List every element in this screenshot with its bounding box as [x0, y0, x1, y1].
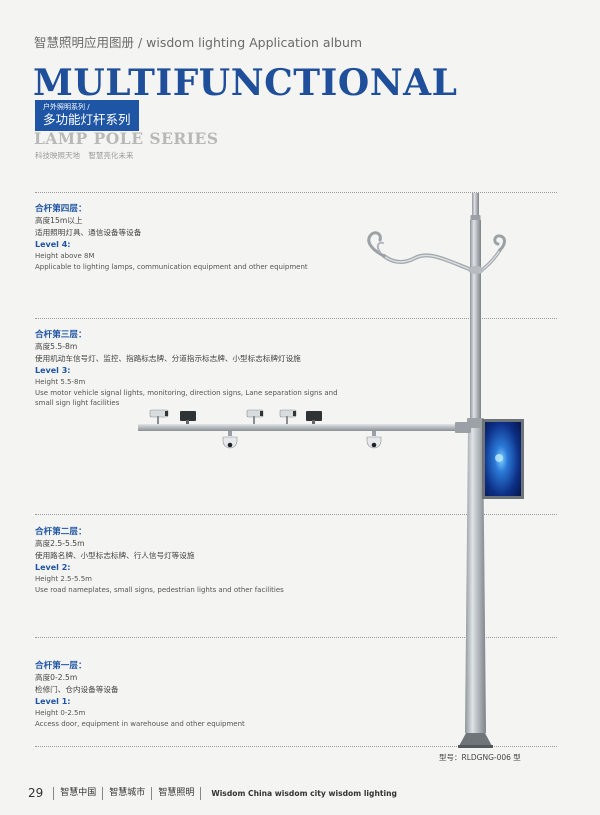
pole-upper-section: [470, 220, 481, 420]
series-small-label: 户外照明系列 /: [43, 103, 90, 111]
floodlight: [180, 411, 196, 424]
level-4-cn-title: 合杆第四层：: [35, 204, 87, 214]
level-2-en-line: Use road nameplates, small signs, pedest…: [35, 585, 284, 594]
footer-english-text: Wisdom China wisdom city wisdom lighting: [211, 788, 397, 798]
level-3-en-line: Height 5.5-8m: [35, 378, 86, 386]
footer: 29 智慧中国 智慧城市 智慧照明 Wisdom China wisdom ci…: [28, 786, 397, 800]
pole-joint-collar: [467, 418, 484, 428]
level-3-en-line: small sign light facilities: [35, 399, 120, 407]
pole-top-antenna: [470, 193, 481, 221]
sub-title: LAMP POLE SERIES: [34, 129, 219, 148]
footer-nav-item: 智慧城市: [103, 786, 153, 800]
bullet-camera: [246, 409, 264, 424]
series-main-label: 多功能灯杆系列: [43, 112, 131, 127]
model-label: 型号：RLDGNG-006 型: [439, 753, 521, 762]
level-3-block: 合杆第三层： 高度5.5-8m 使用机动车信号灯、监控、指路标志牌、分道指示标志…: [35, 329, 355, 409]
level-3-cn-line: 高度5.5-8m: [35, 342, 78, 351]
level-3-cn-title: 合杆第三层：: [35, 330, 87, 340]
level-2-cn-line: 高度2.5-5.5m: [35, 539, 85, 548]
bullet-camera: [279, 409, 297, 424]
level-3-en-title: Level 3:: [35, 366, 71, 375]
slogan: 科技映照天地 智慧亮化未来: [35, 151, 134, 160]
led-display-screen: [482, 419, 524, 499]
main-title: MULTIFUNCTIONAL: [33, 62, 458, 104]
divider: [35, 318, 557, 319]
decorative-lamp-arms: [367, 231, 506, 274]
level-3-cn-line: 使用机动车信号灯、监控、指路标志牌、分道指示标志牌、小型标志标牌灯设施: [35, 353, 301, 363]
floodlight: [306, 411, 322, 424]
divider: [35, 192, 557, 193]
level-2-en-title: Level 2:: [35, 563, 71, 572]
level-1-en-line: Height 0-2.5m: [35, 709, 86, 717]
footer-nav-item: 智慧中国: [53, 786, 104, 800]
pole-base: [458, 733, 493, 748]
dome-camera: [366, 431, 382, 449]
level-1-cn-line: 检修门、仓内设备等设备: [35, 684, 119, 694]
bullet-camera: [149, 409, 169, 424]
divider: [35, 514, 557, 515]
footer-nav-item: 智慧照明: [152, 786, 202, 800]
level-4-en-line: Height above 8M: [35, 252, 95, 260]
level-2-en-line: Height 2.5-5.5m: [35, 575, 92, 583]
level-4-en-title: Level 4:: [35, 240, 71, 249]
level-4-cn-line: 适用照明灯具、通信设备等设备: [35, 227, 142, 237]
level-1-block: 合杆第一层： 高度0-2.5m 检修门、仓内设备等设备 Level 1: Hei…: [35, 660, 335, 729]
level-2-block: 合杆第二层： 高度2.5-5.5m 使用路名牌、小型标志标牌、行人信号灯等设施 …: [35, 526, 335, 595]
level-1-en-title: Level 1:: [35, 697, 71, 706]
dome-camera: [222, 431, 238, 449]
page-number: 29: [28, 786, 44, 800]
cross-arm: [138, 422, 471, 433]
level-1-cn-title: 合杆第一层：: [35, 661, 87, 671]
series-badge: 户外照明系列 / 多功能灯杆系列: [35, 100, 139, 131]
level-1-en-line: Access door, equipment in warehouse and …: [35, 719, 245, 728]
level-1-cn-line: 高度0-2.5m: [35, 673, 78, 682]
level-4-cn-line: 高度15m以上: [35, 216, 83, 225]
pole-lower-section: [465, 428, 486, 733]
level-2-cn-title: 合杆第二层：: [35, 527, 87, 537]
level-3-en-line: Use motor vehicle signal lights, monitor…: [35, 388, 338, 397]
level-2-cn-line: 使用路名牌、小型标志标牌、行人信号灯等设施: [35, 550, 195, 560]
level-4-en-line: Applicable to lighting lamps, communicat…: [35, 262, 308, 271]
lamp-head: [468, 266, 484, 274]
divider: [35, 637, 557, 638]
divider: [35, 746, 557, 747]
level-4-block: 合杆第四层： 高度15m以上 适用照明灯具、通信设备等设备 Level 4: H…: [35, 203, 335, 272]
album-title: 智慧照明应用图册 / wisdom lighting Application a…: [34, 35, 363, 50]
